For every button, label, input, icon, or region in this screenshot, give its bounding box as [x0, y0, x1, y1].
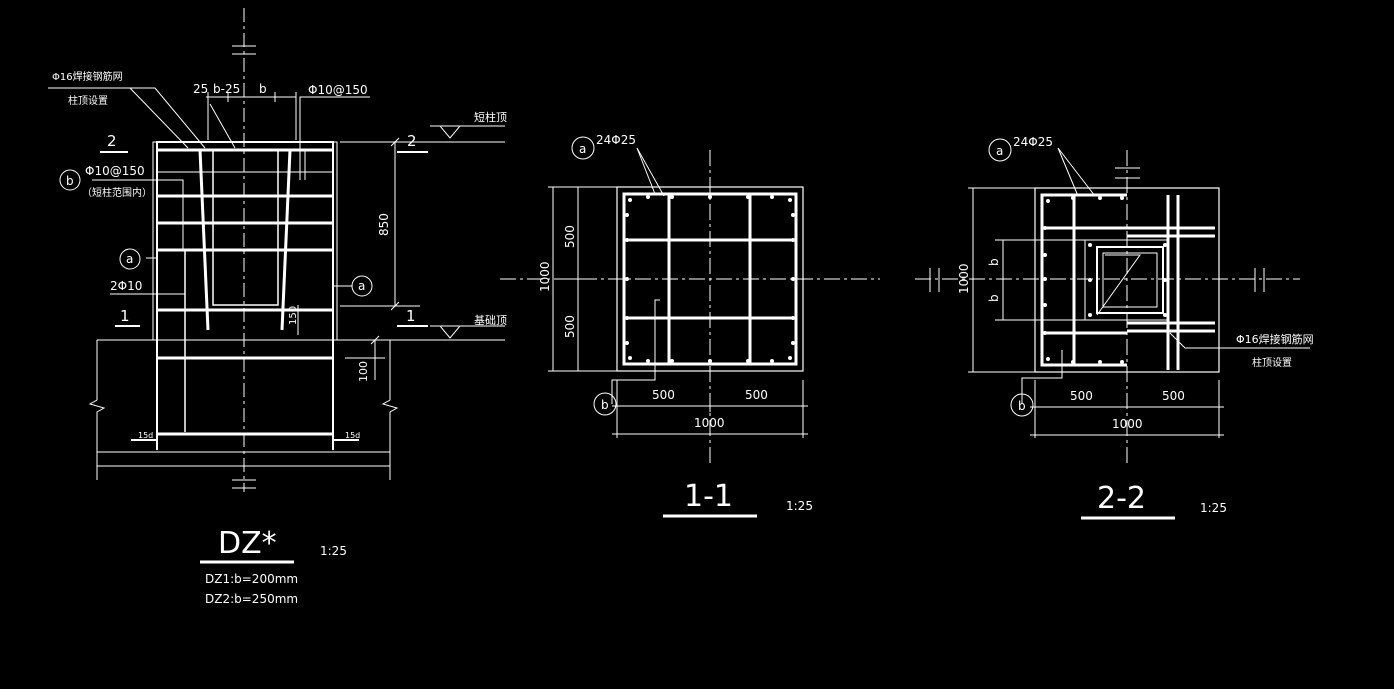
dz-bubble-a-left-text: a: [126, 252, 133, 266]
dz-inclined-bar-right: [280, 149, 292, 331]
s11-dim-1000-vertical: 1000: [538, 261, 552, 292]
s22-rebar-dots: [1043, 196, 1167, 364]
section-2-2: [915, 138, 1310, 520]
s11-dim-500-top: 500: [563, 225, 577, 248]
dz-section-2-right: 2: [407, 132, 417, 150]
s11-title: 1-1: [684, 479, 733, 514]
s22-bubble-b-text: b: [1018, 399, 1026, 413]
s11-bubble-b-text: b: [601, 398, 609, 412]
dz-elev-top: 短柱顶: [474, 110, 507, 124]
dz-mesh-note-1: Φ16焊接钢筋网: [52, 70, 123, 83]
s11-bubble-a: [571, 136, 595, 160]
dz-dim-b-25: b-25: [213, 82, 240, 96]
s22-dim-b-top: b: [987, 258, 1001, 266]
dz-note-dz2: DZ2:b=250mm: [205, 592, 298, 606]
dz-elev-base: 基础顶: [474, 314, 507, 327]
dz-dim-b: b: [259, 82, 267, 96]
s11-dim-500-left: 500: [652, 388, 675, 402]
s22-mesh-note-2: 柱顶设置: [1252, 356, 1292, 369]
s22-bubble-a: [988, 138, 1012, 162]
dz-section-1-right: 1: [406, 307, 416, 325]
s22-bubble-a-text: a: [996, 144, 1003, 158]
dz-anchor-left: 15d: [138, 431, 153, 440]
dz-stirrup-b-note: （短柱范围内）: [82, 186, 152, 199]
s11-bubble-a-text: a: [579, 142, 586, 156]
dz-dim-850: 850: [377, 213, 391, 236]
dz-bubble-a-right-text: a: [358, 279, 365, 293]
s11-dim-500-right: 500: [745, 388, 768, 402]
dz-stirrups: [157, 148, 333, 436]
s11-outline: [616, 186, 804, 372]
dz-mesh-note-2: 柱顶设置: [68, 94, 108, 107]
dz-rebar-2phi10: 2Φ10: [110, 279, 142, 293]
dz-bubble-a-left: [119, 248, 141, 270]
dz-stirrup-b: Φ10@150: [85, 164, 145, 178]
section-1-1: [500, 136, 880, 518]
s11-dim-500-bottom: 500: [563, 315, 577, 338]
s22-dim-1000-vertical: 1000: [957, 263, 971, 294]
s22-dim-1000: 1000: [1112, 417, 1143, 431]
s22-outline: [1034, 187, 1220, 373]
dz-section-1-left: 1: [120, 307, 130, 325]
dz-anchor-right: 15d: [345, 431, 360, 440]
dz-inner-cage: [212, 150, 279, 306]
s11-scale: 1:25: [786, 499, 813, 513]
dz-dim-100: 100: [357, 361, 370, 382]
s11-rebar-dots: [625, 195, 795, 363]
s22-rebar-note: 24Φ25: [1013, 135, 1053, 149]
s22-stirrup: [1040, 193, 1127, 367]
s11-stirrup: [622, 192, 798, 366]
dz-elevation: [48, 8, 505, 564]
dz-dim-150: 150: [288, 306, 299, 325]
dz-bubble-b: [59, 169, 81, 191]
s22-dim-500-right: 500: [1162, 389, 1185, 403]
s22-bubble-b: [1010, 393, 1034, 417]
s22-scale: 1:25: [1200, 501, 1227, 515]
s11-bubble-b: [593, 392, 617, 416]
dz-bubble-b-text: b: [66, 174, 74, 188]
dz-stirrup-top: Φ10@150: [308, 83, 368, 97]
s22-mesh-note-1: Φ16焊接钢筋网: [1236, 332, 1314, 346]
dz-dim-25: 25: [193, 82, 208, 96]
s22-dim-b-bottom: b: [987, 294, 1001, 302]
s22-title: 2-2: [1097, 481, 1146, 516]
s11-dim-1000: 1000: [694, 416, 725, 430]
dz-scale: 1:25: [320, 544, 347, 558]
s11-rebar-note: 24Φ25: [596, 133, 636, 147]
dz-bubble-a-right: [351, 275, 373, 297]
s22-dim-500-left: 500: [1070, 389, 1093, 403]
dz-inclined-bar-left: [198, 149, 210, 331]
dz-note-dz1: DZ1:b=200mm: [205, 572, 298, 586]
dz-section-2-left: 2: [107, 132, 117, 150]
dz-title: DZ*: [218, 526, 277, 561]
